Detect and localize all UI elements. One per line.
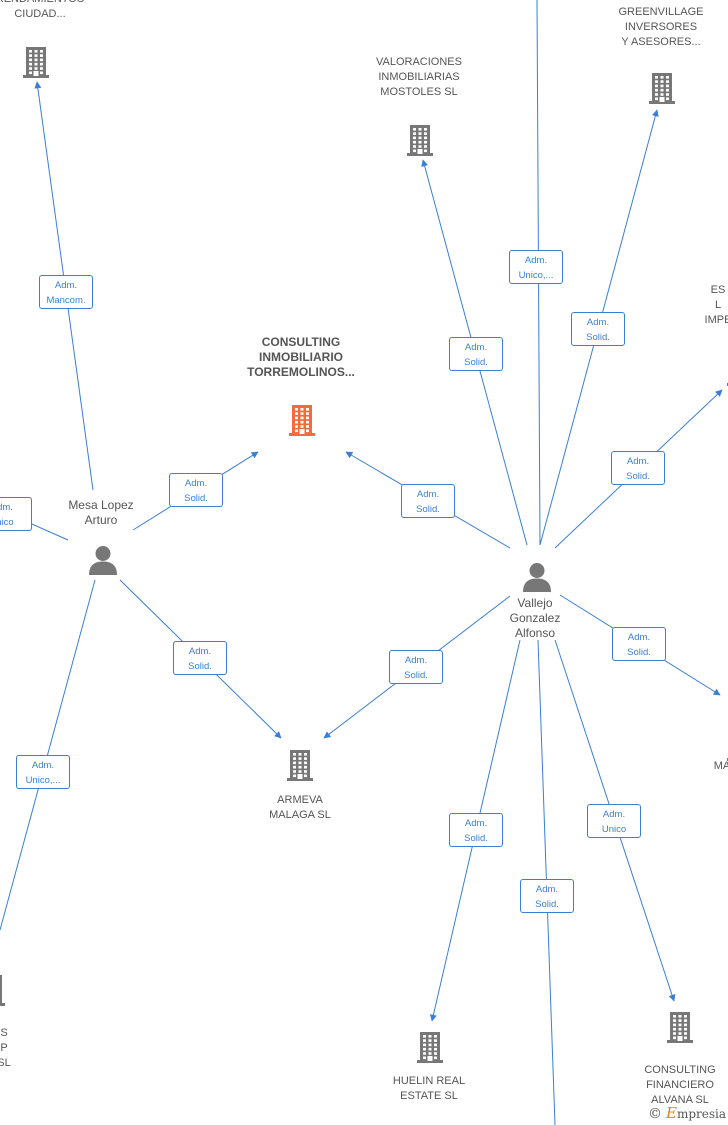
building-icon[interactable] (667, 1011, 693, 1048)
company-label-valoraciones[interactable]: VALORACIONES INMOBILIARIAS MOSTOLES SL (376, 56, 462, 98)
company-label-ma_partial[interactable]: MA (713, 760, 728, 772)
company-label-consulting_torremolinos[interactable]: CONSULTING INMOBILIARIO TORREMOLINOS... (247, 335, 355, 379)
edge-label-vallejo_valoraciones[interactable]: Adm. Solid. (449, 337, 503, 371)
company-label-huelin[interactable]: HUELIN REAL ESTATE SL (392, 1075, 466, 1102)
edge-label-vallejo_ma[interactable]: Adm. Solid. (612, 627, 666, 661)
edge-label-vallejo_huelin[interactable]: Adm. Solid. (449, 813, 503, 847)
edge-label-vallejo_main[interactable]: Adm. Solid. (401, 484, 455, 518)
edge-label-mesa_armeva[interactable]: Adm. Solid. (173, 641, 227, 675)
company-label-bl_partial[interactable]: S P SL (0, 1027, 11, 1069)
edge-label-mesa_main[interactable]: Adm. Solid. (169, 473, 223, 507)
building-icon[interactable] (417, 1031, 443, 1068)
building-icon[interactable] (649, 72, 675, 109)
building-icon[interactable] (407, 124, 433, 161)
building-icon[interactable] (289, 404, 315, 441)
edge-label-vallejo_armeva[interactable]: Adm. Solid. (389, 650, 443, 684)
person-icon[interactable] (88, 545, 118, 580)
company-label-greenvillage[interactable]: GREENVILLAGE INVERSORES Y ASESORES... (618, 6, 704, 48)
brand-logo: ©Empresia (647, 1104, 726, 1122)
edge-label-vallejo_greenvillage[interactable]: Adm. Solid. (571, 312, 625, 346)
person-icon[interactable] (522, 562, 552, 597)
edge-label-vallejo_es[interactable]: Adm. Solid. (611, 451, 665, 485)
company-label-dapaf[interactable]: DAPAF RENDAMIENTOS CIUDAD... (0, 0, 84, 20)
person-label-vallejo[interactable]: Vallejo Gonzalez Alfonso (509, 596, 561, 640)
person-label-mesa[interactable]: Mesa Lopez Arturo (68, 498, 134, 527)
building-icon[interactable] (23, 46, 49, 83)
edge-label-mesa_left[interactable]: dm. nico (0, 497, 32, 531)
company-label-consulting_financiero[interactable]: CONSULTING FINANCIERO ALVANA SL (644, 1064, 716, 1106)
company-label-armeva[interactable]: ARMEVA MALAGA SL (269, 794, 331, 821)
edge-label-mesa_dapaf[interactable]: Adm. Mancom. (39, 275, 93, 309)
building-icon[interactable] (287, 749, 313, 786)
edge-label-vallejo_bottom[interactable]: Adm. Solid. (520, 879, 574, 913)
building-icon[interactable] (0, 974, 5, 1011)
edge-label-mesa_bl[interactable]: Adm. Unico,... (16, 755, 70, 789)
company-label-es_partial[interactable]: ES L IMPE (704, 284, 728, 326)
edge-label-vallejo_financiero[interactable]: Adm. Unico (587, 804, 641, 838)
edge-label-vallejo_top[interactable]: Adm. Unico,... (509, 250, 563, 284)
copyright-icon: © (647, 1106, 662, 1122)
